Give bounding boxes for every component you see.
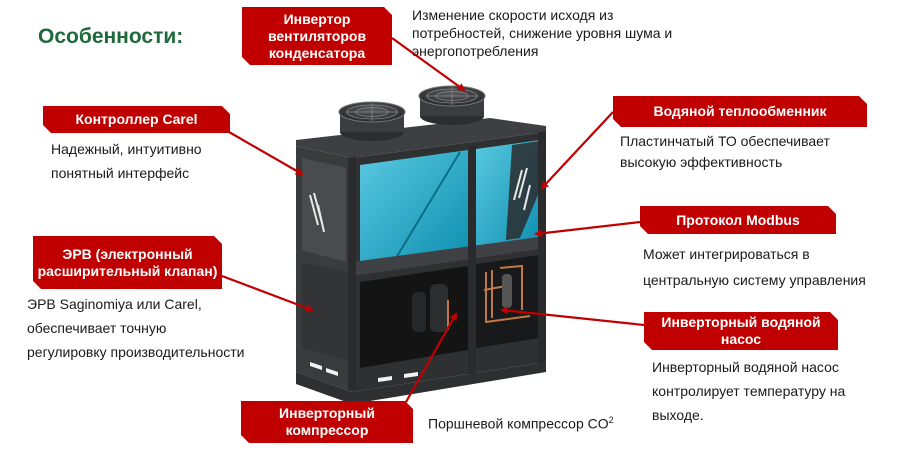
desc-erv: ЭРВ Saginomiya или Carel, обеспечивает т… (27, 292, 244, 364)
desc-fan-inverter: Изменение скорости исходя из потребносте… (412, 7, 673, 59)
desc-heat-exchanger: Пластинчатый ТО обеспечивает высокую эфф… (620, 131, 830, 173)
desc-water-pump: Инверторный водяной насос контролирует т… (652, 355, 845, 427)
desc-modbus-line1: Может интегрироваться в (643, 246, 810, 262)
desc-controller-line1: Надежный, интуитивно (51, 141, 202, 157)
tag-heat-exchanger: Водяной теплообменник (613, 96, 867, 127)
fan-icon (418, 85, 486, 125)
desc-heat-exchanger-line2: высокую эффективность (620, 154, 783, 170)
desc-compressor-text: Поршневой компрессор CO (428, 415, 609, 432)
desc-compressor: Поршневой компрессор CO2 (428, 408, 614, 436)
desc-erv-line3: регулировку производительности (27, 344, 245, 360)
tag-water-pump: Инверторный водяной насос (644, 312, 838, 350)
top-panel (296, 118, 546, 158)
compressor-body (430, 284, 448, 332)
desc-erv-line1: ЭРВ Saginomiya или Carel, (27, 296, 202, 312)
page-title: Особенности: (38, 25, 184, 48)
copper-pipes (447, 264, 531, 330)
tag-compressor: Инверторный компрессор (241, 401, 413, 443)
base-frame (296, 362, 546, 404)
desc-heat-exchanger-line1: Пластинчатый ТО обеспечивает (620, 133, 830, 149)
tag-erv: ЭРВ (электронный расширительный клапан) (33, 236, 222, 289)
fan-icon (338, 101, 406, 141)
arrow-icon (221, 37, 645, 403)
tag-fan-inverter: Инвертор вентиляторов конденсатора (242, 7, 392, 65)
side-louvers (309, 192, 325, 233)
desc-modbus-line2: центральную систему управления (643, 272, 866, 288)
desc-compressor-sup: 2 (608, 415, 614, 425)
desc-water-pump-line3: выходе. (652, 407, 704, 423)
desc-controller-line2: понятный интерфейс (51, 165, 190, 181)
desc-erv-line2: обеспечивает точную (27, 320, 167, 336)
tag-controller: Контроллер Carel (43, 106, 230, 133)
desc-water-pump-line1: Инверторный водяной насос (652, 359, 839, 375)
tag-modbus: Протокол Modbus (640, 206, 836, 234)
side-lower-panel (302, 262, 348, 360)
desc-water-pump-line2: контролирует температуру на (652, 383, 846, 399)
side-upper-panel (302, 158, 346, 262)
coil-left (360, 150, 468, 262)
desc-controller: Надежный, интуитивно понятный интерфейс (51, 137, 202, 185)
desc-modbus: Может интегрироваться в центральную сист… (643, 241, 866, 293)
pump-body (502, 274, 512, 308)
